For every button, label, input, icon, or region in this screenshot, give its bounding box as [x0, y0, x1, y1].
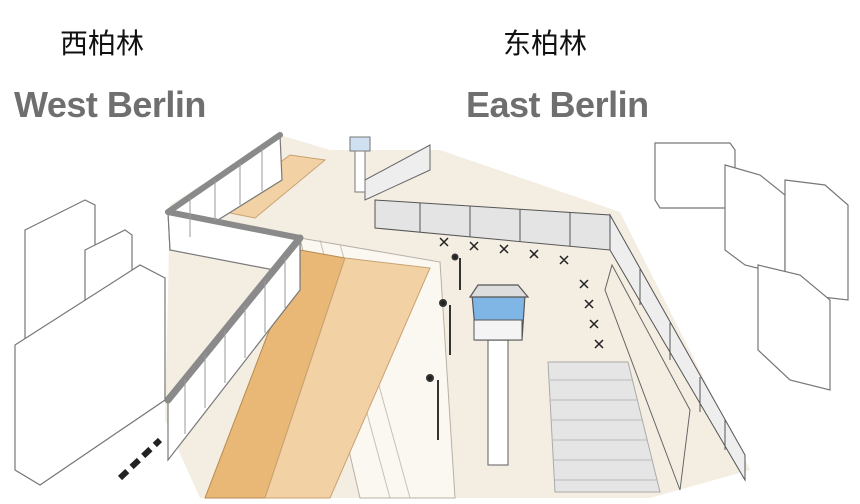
west-berlin-label: West Berlin [14, 84, 206, 125]
inner-fence [604, 263, 691, 491]
sand-strip-light [264, 257, 431, 499]
watchtower [468, 284, 530, 466]
west-berlin-chinese-label: 西柏林 [60, 27, 145, 60]
west-buildings [14, 199, 166, 486]
far-watchtower [349, 136, 371, 193]
east-berlin-label: East Berlin [466, 84, 649, 125]
east-berlin-chinese-label: 东柏林 [503, 27, 588, 60]
east-fence-side [609, 213, 746, 482]
anti-tank-obstacles [439, 237, 604, 349]
east-buildings [654, 142, 849, 391]
far-fence [364, 144, 431, 201]
lamp-posts [426, 253, 461, 440]
